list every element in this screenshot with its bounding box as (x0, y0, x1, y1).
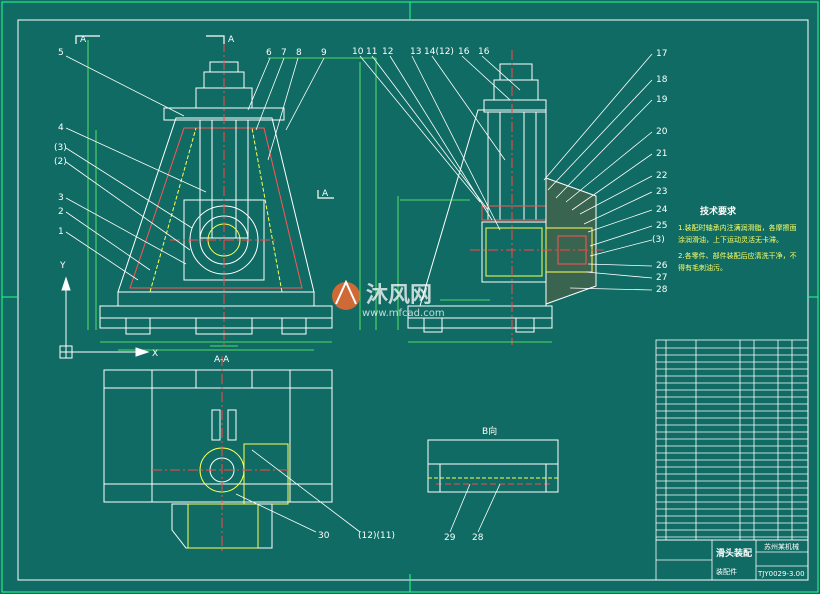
part-number: 12 (382, 47, 393, 57)
section-label-a-right: A (228, 35, 235, 45)
axis-label-x: X (152, 349, 158, 359)
part-number: 28 (656, 285, 668, 295)
parts-list-table (655, 339, 809, 541)
section-aa-view (103, 356, 333, 552)
part-number: 10 (352, 47, 364, 57)
part-number: 5 (58, 48, 64, 58)
part-number: 20 (656, 127, 668, 137)
side-view-dimensions (397, 196, 552, 343)
front-view (99, 42, 333, 345)
part-number: 11 (366, 47, 377, 57)
part-number: 24 (656, 205, 668, 215)
tech-requirements-line: 2.各零件、部件装配后应清洗干净，不 (678, 251, 797, 260)
view-b-leaders (449, 483, 501, 533)
watermark-logo: 沐风网 www.mfcad.com (332, 279, 445, 319)
watermark-url: www.mfcad.com (362, 308, 445, 319)
part-number: 25 (656, 221, 667, 231)
part-number: 13 (410, 47, 421, 57)
drawing-name: 滑头装配 (716, 547, 752, 559)
side-view (407, 50, 604, 345)
company-name: 苏州某机械 (764, 542, 799, 551)
part-number: 28 (472, 533, 484, 543)
tech-requirements-note: 技术要求 1.装配时轴承内注满润滑脂，各摩擦面 涂润滑油，上下运动灵活无卡滞。 … (678, 205, 797, 272)
section-aa-leaders (235, 449, 361, 533)
part-number: 23 (656, 187, 667, 197)
side-view-leaders (359, 53, 653, 291)
tech-requirements-line: 涂润滑油，上下运动灵活无卡滞。 (678, 235, 783, 244)
section-markers (75, 35, 334, 199)
front-view-leaders (65, 55, 325, 281)
part-number: 18 (656, 75, 668, 85)
part-number: 30 (318, 531, 330, 541)
part-number: 27 (656, 273, 667, 283)
tech-requirements-line: 得有毛刺油污。 (678, 263, 727, 272)
part-number: 17 (656, 49, 667, 59)
part-number: 4 (58, 123, 64, 133)
part-number: 22 (656, 171, 667, 181)
material-label: 装配件 (716, 567, 737, 576)
axis-label-y: Y (59, 261, 66, 271)
watermark-brand: 沐风网 (366, 283, 432, 308)
section-label-a-mid: A (322, 189, 329, 199)
view-label-b: B向 (482, 425, 497, 437)
side-part-numbers: 10 11 12 13 14(12) 16 16 17 18 19 20 21 … (352, 47, 668, 295)
part-number: 14(12) (424, 47, 454, 57)
part-number: 7 (281, 48, 287, 58)
part-number: (3) (54, 143, 67, 153)
tech-requirements-title: 技术要求 (700, 205, 737, 217)
part-number: 19 (656, 95, 668, 105)
section-label-a-left: A (80, 35, 87, 45)
front-view-dimensions (87, 40, 377, 351)
part-number: 2 (58, 207, 64, 217)
part-number: (2) (54, 157, 67, 167)
part-number: 16 (478, 47, 490, 57)
part-number: 21 (656, 149, 667, 159)
section-label-aa: A-A (214, 355, 230, 365)
part-number: 29 (444, 533, 456, 543)
part-number: 16 (458, 47, 470, 57)
part-number: 3 (58, 193, 64, 203)
tech-requirements-line: 1.装配时轴承内注满润滑脂，各摩擦面 (678, 223, 797, 232)
view-b (427, 439, 559, 493)
title-block (655, 539, 809, 581)
part-number: 26 (656, 261, 668, 271)
part-number: 6 (266, 48, 272, 58)
part-number: 8 (296, 48, 302, 58)
part-number: (12)(11) (358, 531, 395, 541)
part-number: 1 (58, 227, 64, 237)
front-part-numbers: 5 6 7 8 9 4 (3) (2) 3 2 1 (54, 48, 327, 237)
part-number: (3) (652, 235, 665, 245)
drawing-number: TJY0029-3.00 (757, 570, 805, 578)
part-number: 9 (321, 48, 327, 58)
ucs-axis-icon (59, 276, 150, 359)
